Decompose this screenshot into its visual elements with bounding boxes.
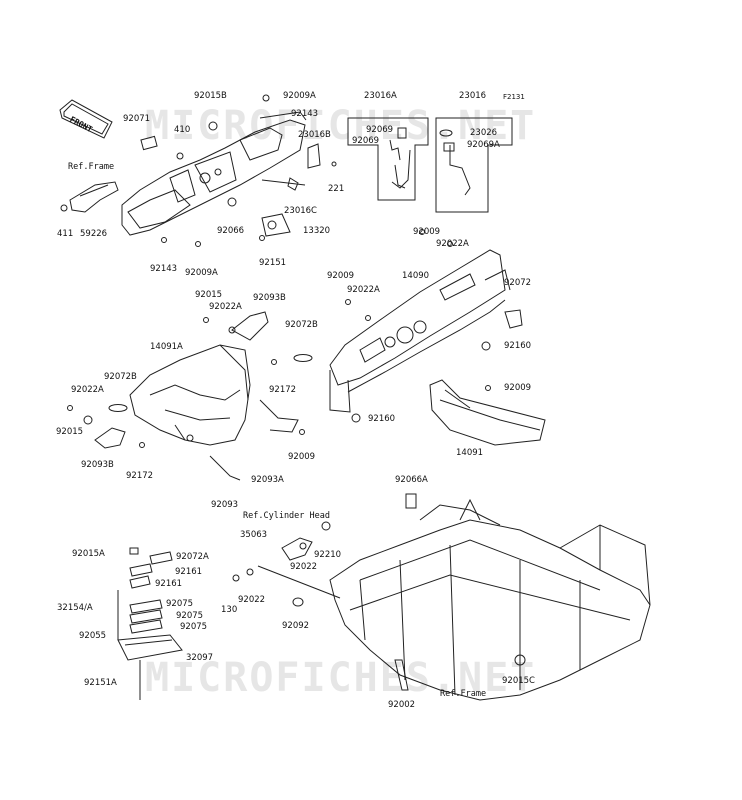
part-label: 92022A (347, 285, 380, 295)
part-label: 92172 (126, 471, 154, 481)
part-label: 13320 (303, 226, 331, 236)
part-label: 92161 (175, 567, 203, 577)
switch-13320 (261, 213, 291, 237)
lower-left-plates (117, 547, 183, 700)
part-label: 92055 (79, 631, 107, 641)
part-label: 14090 (402, 271, 430, 281)
part-label: 92022 (238, 595, 266, 605)
part-label: 92022A (436, 239, 469, 249)
part-label: 92015C (502, 676, 535, 686)
figure-id: F2131 (503, 93, 525, 101)
part-label: 92009A (185, 268, 218, 278)
part-92071-plate (140, 135, 158, 151)
part-label: 411 (57, 229, 74, 239)
part-label: 92172 (269, 385, 297, 395)
part-label: 92160 (504, 341, 532, 351)
part-label: 92069 (352, 136, 380, 146)
part-label: 92143 (291, 109, 319, 119)
part-label: 35063 (240, 530, 268, 540)
part-label: 92161 (155, 579, 183, 589)
part-label: 23026 (470, 128, 498, 138)
part-label: 92002 (388, 700, 416, 710)
part-label: 92022A (71, 385, 104, 395)
part-label: 92072 (504, 278, 532, 288)
ref-frame-bottom: Ref.Frame (440, 689, 487, 699)
ref-cylinder-head: Ref.Cylinder Head (243, 511, 330, 521)
part-label: 92075 (166, 599, 194, 609)
part-label: 14091 (456, 448, 484, 458)
connector-23016b (307, 143, 321, 169)
part-label: 59226 (80, 229, 108, 239)
part-label: 221 (328, 184, 345, 194)
part-label: 92069 (366, 125, 394, 135)
part-label: 92015B (194, 91, 227, 101)
part-label: 92072B (104, 372, 137, 382)
part-label: 92071 (123, 114, 151, 124)
part-label: 92093B (81, 460, 114, 470)
part-label: 92009 (327, 271, 355, 281)
part-label: 92066A (395, 475, 428, 485)
upper-dash-panel (121, 111, 307, 236)
part-label: 92075 (180, 622, 208, 632)
part-label: 32097 (186, 653, 214, 663)
part-label: 410 (174, 125, 191, 135)
part-label: 32154/A (57, 603, 93, 613)
part-label: 92210 (314, 550, 342, 560)
part-label: 92072B (285, 320, 318, 330)
box-23016a (347, 117, 429, 201)
watermark-top: MICROFICHES.NET (145, 103, 537, 149)
part-label: 130 (221, 605, 238, 615)
box-23016 (435, 117, 513, 213)
part-label: 92009 (288, 452, 316, 462)
part-label: 92009 (504, 383, 532, 393)
part-label: 92093A (251, 475, 284, 485)
left-frame-bracket (60, 181, 119, 213)
part-label: 92092 (282, 621, 310, 631)
part-label: 92160 (368, 414, 396, 424)
part-label: 92015 (56, 427, 84, 437)
part-label: 23016 (459, 91, 487, 101)
part-label: 92093B (253, 293, 286, 303)
part-label: 92069A (467, 140, 500, 150)
part-label: 92009 (413, 227, 441, 237)
part-label: 92075 (176, 611, 204, 621)
part-label: 92151 (259, 258, 287, 268)
part-label: 23016A (364, 91, 397, 101)
part-label: 92015A (72, 549, 105, 559)
part-label: 92015 (195, 290, 223, 300)
part-label: 92009A (283, 91, 316, 101)
part-label: 92022A (209, 302, 242, 312)
part-label: 23016C (284, 206, 317, 216)
part-label: 92072A (176, 552, 209, 562)
watermark-bottom: MICROFICHES.NET (145, 655, 537, 701)
part-label: 92066 (217, 226, 245, 236)
part-label: 92151A (84, 678, 117, 688)
right-dash-panel-14090 (329, 229, 523, 423)
front-arrow-icon (59, 99, 113, 139)
bracket-92066a (405, 493, 417, 509)
part-label: 14091A (150, 342, 183, 352)
bracket-35063 (281, 537, 313, 561)
part-label: 92022 (290, 562, 318, 572)
ref-frame-top: Ref.Frame (68, 162, 115, 172)
part-label: 23016B (298, 130, 331, 140)
tray-14091a (129, 311, 299, 481)
cover-14091 (429, 379, 546, 446)
part-label: 92143 (150, 264, 178, 274)
part-label: 92093 (211, 500, 239, 510)
main-frame (329, 493, 651, 701)
